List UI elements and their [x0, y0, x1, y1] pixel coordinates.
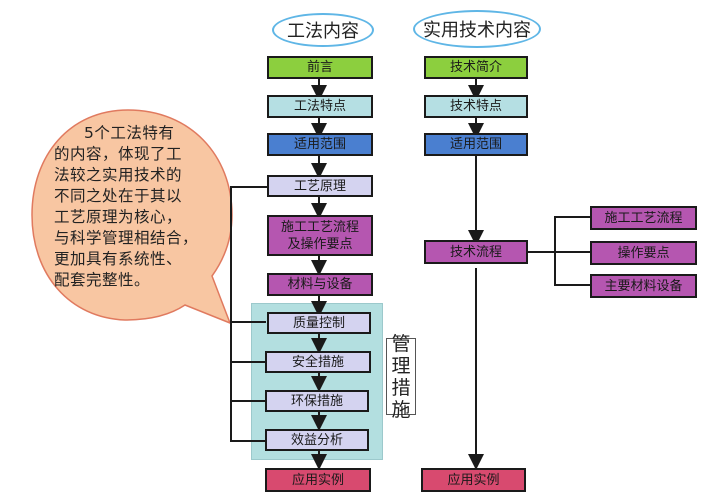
box-label: 适用范围	[449, 137, 502, 152]
left-box-safety: 安全措施	[265, 351, 371, 373]
box-label: 技术特点	[449, 99, 502, 114]
sub-box-operation-points: 操作要点	[590, 241, 697, 265]
callout-line: 配套完整性。	[54, 271, 151, 289]
callout-line: 5个工法特有	[84, 124, 175, 142]
box-label: 技术流程	[449, 244, 502, 260]
right-box-features: 技术特点	[424, 95, 528, 118]
box-label: 工法特点	[293, 99, 346, 114]
left-box-benefit: 效益分析	[265, 429, 369, 451]
header-right-title: 实用技术内容	[423, 20, 531, 41]
box-label: 施工工艺流程	[604, 210, 683, 226]
sub-box-construction-process: 施工工艺流程	[590, 206, 697, 230]
box-label-line: 及操作要点	[287, 236, 353, 252]
left-box-materials: 材料与设备	[267, 273, 373, 296]
left-box-case: 应用实例	[265, 468, 371, 492]
box-label: 应用实例	[447, 472, 500, 488]
box-label: 环保措施	[290, 393, 343, 409]
branch-line	[554, 216, 590, 286]
left-box-preface: 前言	[267, 56, 373, 79]
box-label: 技术简介	[449, 60, 502, 75]
header-left-ellipse: 工法内容	[272, 13, 374, 47]
box-label: 适用范围	[293, 137, 346, 152]
callout-line: 不同之处在于其以	[54, 187, 183, 205]
box-label: 效益分析	[290, 432, 343, 448]
right-box-scope: 适用范围	[424, 133, 528, 156]
callout-text: 5个工法特有 的内容，体现了工 法较之实用技术的 不同之处在于其以 工艺原理为核…	[54, 123, 198, 291]
callout-line: 的内容，体现了工	[54, 145, 183, 163]
left-box-environment: 环保措施	[265, 390, 369, 412]
label-char: 措	[391, 376, 411, 399]
left-box-quality: 质量控制	[267, 312, 371, 334]
left-box-scope: 适用范围	[267, 133, 373, 156]
box-label: 应用实例	[291, 472, 344, 488]
box-label: 操作要点	[617, 245, 670, 261]
box-label: 工艺原理	[293, 178, 346, 194]
left-box-principle: 工艺原理	[267, 175, 373, 197]
box-label: 主要材料设备	[604, 278, 683, 294]
box-label: 材料与设备	[287, 277, 353, 292]
callout-line: 法较之实用技术的	[54, 166, 183, 184]
box-label: 质量控制	[292, 315, 345, 331]
callout-line: 与科学管理相结合，	[54, 229, 199, 247]
bracket-line	[230, 186, 267, 442]
right-box-process: 技术流程	[424, 240, 528, 264]
left-box-features: 工法特点	[267, 95, 373, 118]
right-box-case: 应用实例	[421, 468, 526, 492]
label-char: 管	[391, 332, 411, 355]
sub-box-materials-equipment: 主要材料设备	[590, 274, 697, 298]
box-label: 前言	[306, 60, 333, 75]
callout-line: 更加具有系统性、	[54, 250, 183, 268]
management-measures-label: 管 理 措 施	[386, 333, 416, 421]
header-left-title: 工法内容	[287, 21, 359, 42]
box-label: 安全措施	[291, 354, 344, 370]
header-right-ellipse: 实用技术内容	[413, 10, 541, 48]
label-char: 理	[391, 354, 411, 377]
box-label-line: 施工工艺流程	[280, 219, 359, 235]
label-char: 施	[391, 398, 411, 421]
right-box-intro: 技术简介	[424, 56, 528, 79]
callout-line: 工艺原理为核心，	[54, 208, 183, 226]
left-box-process: 施工工艺流程 及操作要点	[267, 215, 373, 256]
